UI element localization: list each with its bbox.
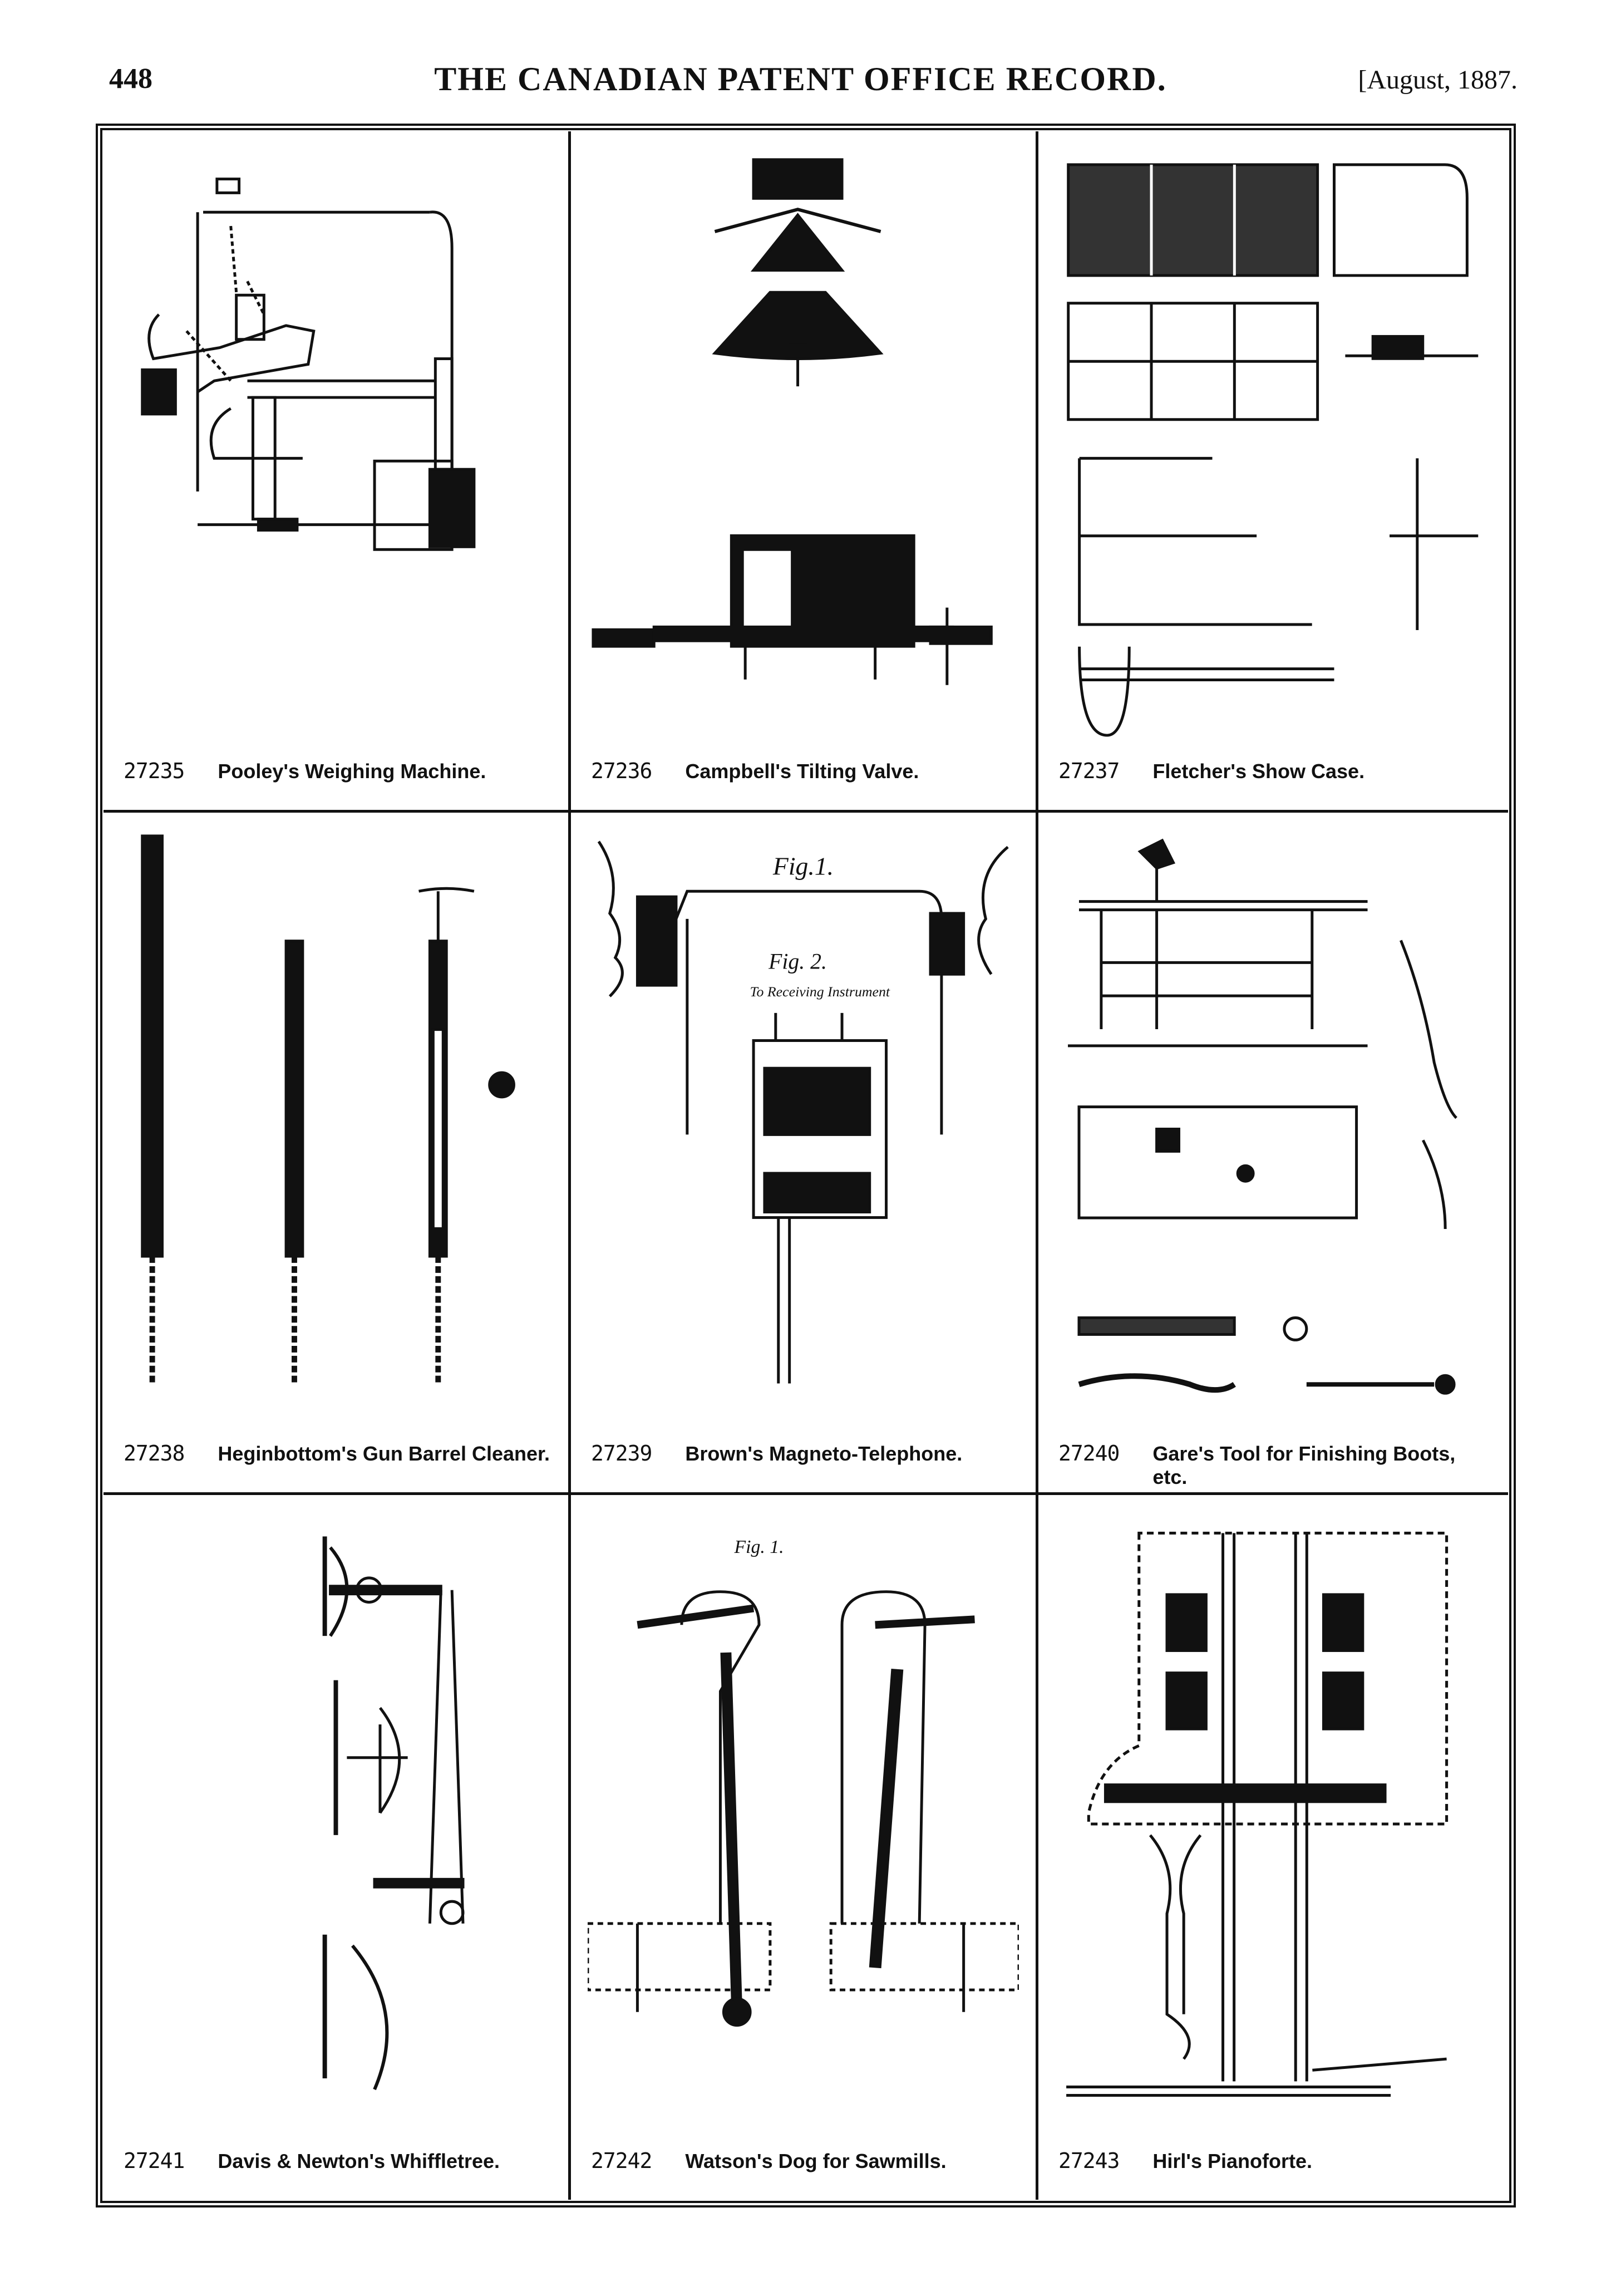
patent-caption: 27235 Pooley's Weighing Machine.: [124, 759, 555, 790]
patent-title: Pooley's Weighing Machine.: [218, 760, 486, 783]
patent-title: Brown's Magneto-Telephone.: [685, 1442, 963, 1465]
patent-number: 27240: [1058, 1441, 1120, 1466]
patent-number: 27242: [591, 2148, 652, 2173]
patent-caption: 27239 Brown's Magneto-Telephone.: [591, 1441, 1022, 1472]
patent-drawings-grid: 27235 Pooley's Weighing Machine.: [104, 131, 1508, 2200]
sawmill-dog-drawing: Fig. 1.: [588, 1512, 1019, 2133]
issue-date: [August, 1887.: [1358, 65, 1518, 95]
patent-cell-pianoforte: 27243 Hirl's Pianoforte.: [1038, 1495, 1508, 2200]
publication-title: THE CANADIAN PATENT OFFICE RECORD.: [434, 61, 1167, 97]
patent-caption: 27236 Campbell's Tilting Valve.: [591, 759, 1022, 790]
patent-cell-tilting-valve: 27236 Campbell's Tilting Valve.: [571, 131, 1038, 813]
patent-cell-sawmill-dog: Fig. 1. 27242 Watson's Dog for Sawmills.: [571, 1495, 1038, 2200]
patent-number: 27236: [591, 759, 652, 783]
plate-border: [96, 124, 1516, 2207]
patent-title: Heginbottom's Gun Barrel Cleaner.: [218, 1442, 550, 1465]
patent-cell-weighing-machine: 27235 Pooley's Weighing Machine.: [104, 131, 571, 813]
patent-title: Fletcher's Show Case.: [1152, 760, 1365, 783]
patent-number: 27238: [124, 1441, 185, 1466]
sawmill-fig-label: Fig. 1.: [733, 1537, 784, 1557]
telephone-instrument-label: To Receiving Instrument: [750, 984, 890, 1000]
patent-title: Hirl's Pianoforte.: [1152, 2150, 1313, 2172]
patent-title: Campbell's Tilting Valve.: [685, 760, 919, 783]
patent-cell-gun-barrel-cleaner: 27238 Heginbottom's Gun Barrel Cleaner.: [104, 813, 571, 1495]
telephone-fig1-label: Fig.1.: [772, 852, 834, 880]
patent-cell-show-case: 27237 Fletcher's Show Case.: [1038, 131, 1508, 813]
tilting-valve-drawing: [588, 148, 1019, 743]
magneto-telephone-drawing: Fig.1. Fig. 2. To Receiving Instrument: [588, 829, 1019, 1425]
patent-title: Gare's Tool for Finishing Boots, etc.: [1152, 1442, 1456, 1488]
patent-number: 27239: [591, 1441, 652, 1466]
patent-caption: 27242 Watson's Dog for Sawmills.: [591, 2148, 1022, 2180]
patent-cell-magneto-telephone: Fig.1. Fig. 2. To Receiving Instrument 2…: [571, 813, 1038, 1495]
patent-caption: 27237 Fletcher's Show Case.: [1058, 759, 1495, 790]
patent-caption: 27240 Gare's Tool for Finishing Boots, e…: [1058, 1441, 1495, 1488]
patent-title: Davis & Newton's Whiffletree.: [218, 2150, 500, 2172]
weighing-machine-drawing: [120, 148, 551, 743]
page-number: 448: [109, 63, 152, 95]
patent-title: Watson's Dog for Sawmills.: [685, 2150, 947, 2172]
patent-cell-whiffletree: 27241 Davis & Newton's Whiffletree.: [104, 1495, 571, 2200]
patent-caption: 27243 Hirl's Pianoforte.: [1058, 2148, 1495, 2180]
patent-number: 27237: [1058, 759, 1120, 783]
patent-caption: 27241 Davis & Newton's Whiffletree.: [124, 2148, 555, 2180]
patent-cell-boot-finishing-tool: 27240 Gare's Tool for Finishing Boots, e…: [1038, 813, 1508, 1495]
boot-finishing-tool-drawing: [1055, 829, 1491, 1425]
patent-number: 27241: [124, 2148, 185, 2173]
whiffletree-drawing: [120, 1512, 551, 2133]
patent-number: 27235: [124, 759, 185, 783]
gun-barrel-cleaner-drawing: [120, 829, 551, 1425]
patent-caption: 27238 Heginbottom's Gun Barrel Cleaner.: [124, 1441, 555, 1472]
telephone-fig2-label: Fig. 2.: [768, 949, 827, 974]
patent-number: 27243: [1058, 2148, 1120, 2173]
page-header: 448 THE CANADIAN PATENT OFFICE RECORD. […: [0, 0, 1601, 122]
pianoforte-drawing: [1055, 1512, 1491, 2133]
show-case-drawing: [1055, 148, 1491, 743]
